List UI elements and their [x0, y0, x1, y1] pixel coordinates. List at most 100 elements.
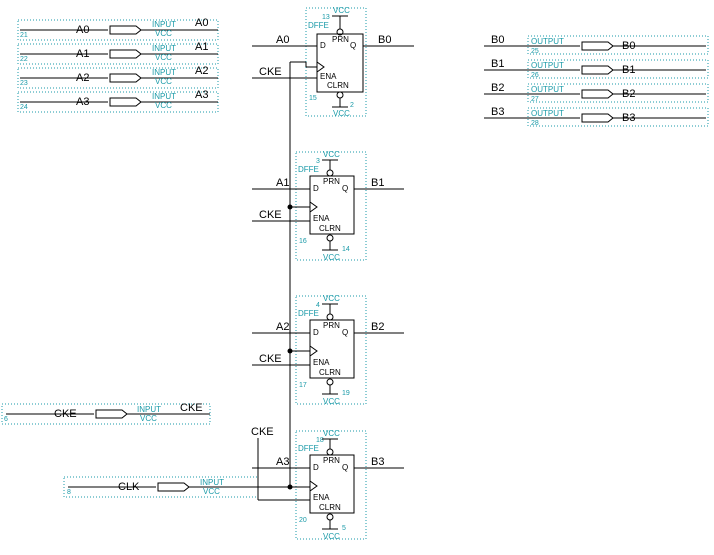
input-pin-number: 22	[20, 56, 28, 63]
input-port-a0[interactable]: 21 A0 INPUT VCC A0	[17, 17, 219, 41]
prn-pin: PRN	[323, 321, 340, 330]
q-pin: Q	[342, 463, 348, 472]
output-port-b2[interactable]: B2 OUTPUT 27 B2	[484, 82, 709, 103]
dffe-3[interactable]: VCC 18 DFFE PRN D Q ENA CLRN 20 5 VCC A3…	[251, 426, 404, 541]
output-net-label: B1	[491, 58, 504, 70]
ena-net-label: CKE	[259, 353, 282, 365]
clrn-pin: CLRN	[327, 81, 349, 90]
clrn-pin-number: 5	[342, 525, 346, 532]
type-label: DFFE	[308, 21, 329, 30]
input-port-a3[interactable]: 24 A3 INPUT VCC A3	[17, 89, 219, 113]
output-net-label: B3	[491, 106, 504, 118]
input-type-label: INPUT	[137, 405, 161, 414]
vcc-label: VCC	[323, 397, 340, 406]
dffe-2[interactable]: VCC 4 DFFE PRN D Q ENA CLRN 17 19 VCC A2…	[252, 294, 404, 406]
output-pin-number: 25	[531, 48, 539, 55]
instance-number: 20	[299, 517, 307, 524]
output-type-label: OUTPUT	[531, 85, 564, 94]
output-port-b1[interactable]: B1 OUTPUT 26 B1	[484, 58, 709, 79]
input-pin-number: 8	[67, 489, 71, 496]
vcc-label: VCC	[333, 109, 350, 118]
input-pin-number: 23	[20, 80, 28, 87]
input-pin-number: 24	[20, 104, 28, 111]
input-type-label: INPUT	[152, 68, 176, 77]
junction-dot	[287, 204, 293, 210]
input-net-label: CKE	[180, 402, 203, 414]
output-net-label: B2	[491, 82, 504, 94]
prn-pin-number: 13	[322, 14, 330, 21]
type-label: DFFE	[298, 444, 319, 453]
cke-net-label: CKE	[251, 426, 274, 438]
input-power-label: VCC	[140, 414, 157, 423]
instance-number: 15	[309, 95, 317, 102]
vcc-label: VCC	[323, 150, 340, 159]
output-type-label: OUTPUT	[531, 109, 564, 118]
ena-pin: ENA	[320, 72, 337, 81]
clrn-pin: CLRN	[319, 503, 341, 512]
prn-pin: PRN	[323, 456, 340, 465]
output-name-label: B0	[622, 40, 635, 52]
ena-pin: ENA	[313, 493, 330, 502]
input-power-label: VCC	[155, 77, 172, 86]
dffe-0[interactable]: VCC 13 DFFE PRN D Q ENA CLRN 15 2 VCC A0…	[252, 6, 414, 118]
ena-net-label: CKE	[259, 66, 282, 78]
output-port-b0[interactable]: B0 OUTPUT 25 B0	[484, 34, 709, 55]
q-net-label: B2	[371, 321, 384, 333]
junction-dot	[287, 348, 293, 354]
d-pin: D	[313, 463, 319, 472]
ena-pin: ENA	[313, 358, 330, 367]
prn-pin: PRN	[323, 177, 340, 186]
output-port-b3[interactable]: B3 OUTPUT 28 B3	[484, 106, 709, 127]
output-pin-number: 28	[531, 120, 539, 127]
d-pin: D	[313, 184, 319, 193]
input-power-label: VCC	[155, 101, 172, 110]
instance-number: 16	[299, 238, 307, 245]
output-name-label: B3	[622, 112, 635, 124]
input-type-label: INPUT	[200, 478, 224, 487]
q-pin: Q	[342, 328, 348, 337]
clrn-pin: CLRN	[319, 368, 341, 377]
input-pin-number: 6	[4, 416, 8, 423]
q-pin: Q	[350, 41, 356, 50]
output-pin-number: 27	[531, 96, 539, 103]
input-power-label: VCC	[155, 29, 172, 38]
vcc-label: VCC	[323, 532, 340, 541]
output-name-label: B1	[622, 64, 635, 76]
prn-pin-number: 4	[316, 302, 320, 309]
input-type-label: INPUT	[152, 92, 176, 101]
vcc-label: VCC	[323, 294, 340, 303]
q-net-label: B3	[371, 456, 384, 468]
input-type-label: INPUT	[152, 20, 176, 29]
output-name-label: B2	[622, 88, 635, 100]
clrn-pin: CLRN	[319, 224, 341, 233]
prn-pin-number: 18	[316, 437, 324, 444]
input-net-label: A0	[195, 17, 208, 29]
vcc-label: VCC	[323, 253, 340, 262]
input-net-label: A3	[195, 89, 208, 101]
prn-pin: PRN	[332, 35, 349, 44]
type-label: DFFE	[298, 165, 319, 174]
q-net-label: B1	[371, 177, 384, 189]
input-power-label: VCC	[203, 487, 220, 496]
input-port-cke[interactable]: 6 CKE INPUT VCC CKE	[1, 402, 211, 425]
input-power-label: VCC	[155, 53, 172, 62]
input-net-label: A1	[195, 41, 208, 53]
clrn-pin-number: 19	[342, 390, 350, 397]
junction-dot	[287, 484, 293, 490]
ena-pin: ENA	[313, 214, 330, 223]
clrn-pin-number: 2	[350, 102, 354, 109]
clrn-pin-number: 14	[342, 246, 350, 253]
input-port-a2[interactable]: 23 A2 INPUT VCC A2	[17, 65, 219, 89]
output-net-label: B0	[491, 34, 504, 46]
input-port-a1[interactable]: 22 A1 INPUT VCC A1	[17, 41, 219, 65]
ena-net-label: CKE	[259, 209, 282, 221]
dffe-1[interactable]: VCC 3 DFFE PRN D Q ENA CLRN 16 14 VCC A1…	[252, 150, 404, 262]
q-pin: Q	[342, 184, 348, 193]
clock-net	[189, 61, 317, 501]
input-net-label: A2	[195, 65, 208, 77]
instance-number: 17	[299, 382, 307, 389]
q-net-label: B0	[378, 34, 391, 46]
d-pin: D	[313, 328, 319, 337]
d-net-label: A1	[276, 177, 289, 189]
